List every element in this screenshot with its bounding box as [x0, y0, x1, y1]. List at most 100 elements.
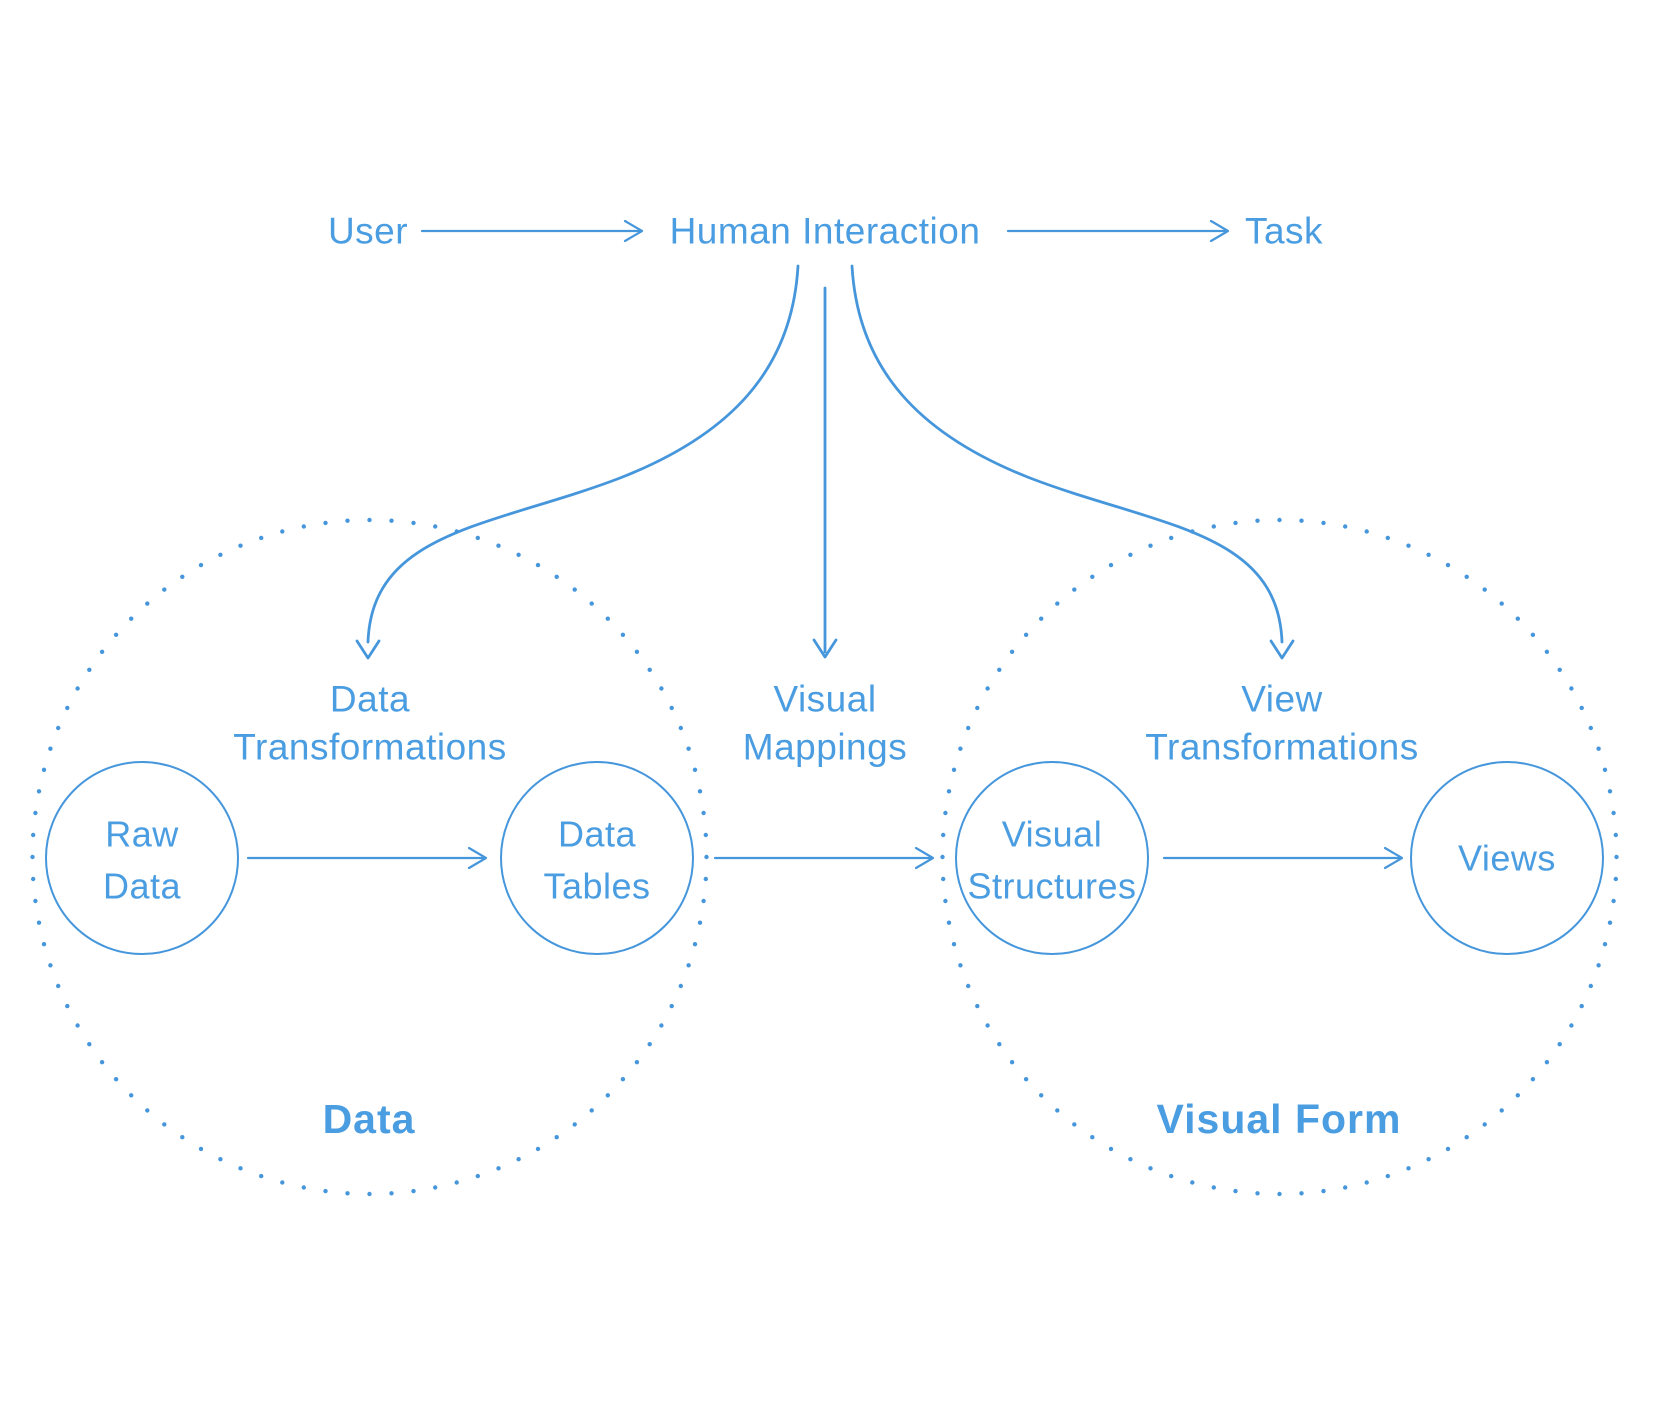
region-dot	[259, 1173, 264, 1179]
region-dot	[940, 854, 945, 860]
region-dot	[966, 983, 971, 989]
region-dot	[1613, 832, 1619, 838]
region-dot	[958, 963, 963, 968]
region-dot	[605, 1093, 610, 1098]
region-dot	[33, 898, 38, 904]
region-dot	[985, 686, 990, 691]
region-dot	[1406, 1166, 1411, 1171]
region-dot	[535, 562, 541, 568]
region-dot	[1611, 810, 1616, 816]
region-dot	[1055, 1108, 1060, 1113]
region-dot	[238, 1166, 243, 1171]
label-visual-mappings-line1: Visual	[773, 679, 876, 720]
region-dot	[1530, 632, 1536, 637]
region-dot	[1343, 1185, 1348, 1190]
region-dot	[1385, 1173, 1391, 1179]
arrowhead-right-icon	[467, 846, 488, 870]
region-dot	[1169, 535, 1174, 541]
region-dot	[1055, 601, 1060, 606]
region-dot	[389, 1191, 394, 1196]
label-view-transformations-line1: View	[1241, 679, 1323, 720]
region-dot	[1569, 686, 1574, 691]
region-dot	[129, 616, 134, 621]
label-visual-mappings-line2: Mappings	[743, 727, 907, 768]
region-dot	[389, 518, 394, 523]
region-dot	[36, 920, 42, 925]
curve-human-interaction-to-view-transformations	[850, 264, 1295, 660]
region-dot	[433, 524, 438, 529]
region-dot	[1426, 552, 1431, 557]
region-dot	[1072, 587, 1077, 592]
region-dot	[56, 983, 61, 989]
region-dot	[75, 686, 80, 691]
region-dot	[678, 725, 683, 731]
region-dot	[496, 543, 501, 548]
label-data-transformations-line1: Data	[330, 679, 410, 720]
region-dot	[701, 810, 706, 816]
region-dot	[1464, 1135, 1469, 1140]
region-dot	[697, 920, 703, 925]
region-dot	[1128, 1157, 1133, 1162]
region-dot	[1607, 789, 1613, 794]
region-dot	[280, 529, 285, 534]
region-dot	[1277, 1191, 1282, 1197]
region-dot	[1169, 1173, 1174, 1179]
region-dot	[162, 1122, 167, 1127]
dotted-region-data-circle	[30, 517, 709, 1197]
region-dot	[218, 552, 223, 557]
arrowhead-down-icon	[1269, 639, 1295, 660]
label-view-transformations: View Transformations	[1145, 679, 1418, 768]
region-dot	[33, 810, 38, 816]
arrow-data-tables-to-visual-structures	[713, 846, 935, 870]
curve-human-interaction-to-data-transformations	[355, 264, 800, 660]
region-dot	[678, 983, 683, 989]
label-data-transformations-line2: Transformations	[233, 727, 506, 768]
region-dot	[1515, 1093, 1521, 1098]
region-dot	[496, 1166, 501, 1171]
region-dot	[1148, 543, 1153, 548]
region-dot	[1499, 1108, 1504, 1113]
region-dot	[1128, 552, 1133, 557]
region-dot	[620, 632, 626, 637]
region-dot	[41, 942, 47, 947]
region-dot	[620, 1077, 626, 1082]
region-dot	[1233, 1188, 1238, 1194]
label-visual-mappings: Visual Mappings	[743, 679, 907, 768]
region-dot	[985, 1023, 990, 1028]
region-dot	[634, 649, 640, 654]
region-label-data: Data	[323, 1096, 416, 1142]
region-dot	[1602, 767, 1608, 772]
region-dot	[647, 667, 652, 672]
region-dot	[198, 1146, 204, 1152]
region-dot	[87, 1042, 92, 1047]
region-dot	[1602, 942, 1608, 947]
region-dot	[238, 543, 243, 548]
region-dot	[951, 767, 957, 772]
region-dot	[1482, 587, 1487, 592]
region-dot	[259, 535, 264, 541]
region-dot	[946, 789, 952, 794]
arrowhead-down-icon	[812, 638, 838, 659]
node-raw-data: Raw Data	[45, 761, 239, 955]
region-dot	[411, 1188, 416, 1194]
region-dot	[701, 898, 706, 904]
region-dot	[516, 552, 521, 557]
node-data-tables-line1: Data	[558, 814, 637, 855]
region-dot	[975, 1003, 980, 1009]
region-dot	[958, 746, 963, 751]
region-dot	[1023, 1077, 1029, 1082]
region-dot	[1544, 1060, 1550, 1065]
region-dot	[345, 1191, 350, 1196]
arrow-user-to-human-interaction	[420, 219, 644, 243]
region-dot	[1211, 1185, 1217, 1190]
region-dot	[30, 854, 35, 860]
region-dot	[180, 574, 185, 579]
label-user: User	[328, 211, 408, 252]
region-dot	[572, 1122, 577, 1127]
node-visual-structures-line2: Structures	[967, 866, 1136, 907]
region-dot	[1579, 705, 1584, 711]
region-dot	[129, 1093, 134, 1098]
region-dot	[669, 705, 674, 711]
arrow-human-interaction-to-task	[1006, 219, 1230, 243]
region-dot	[589, 601, 594, 606]
